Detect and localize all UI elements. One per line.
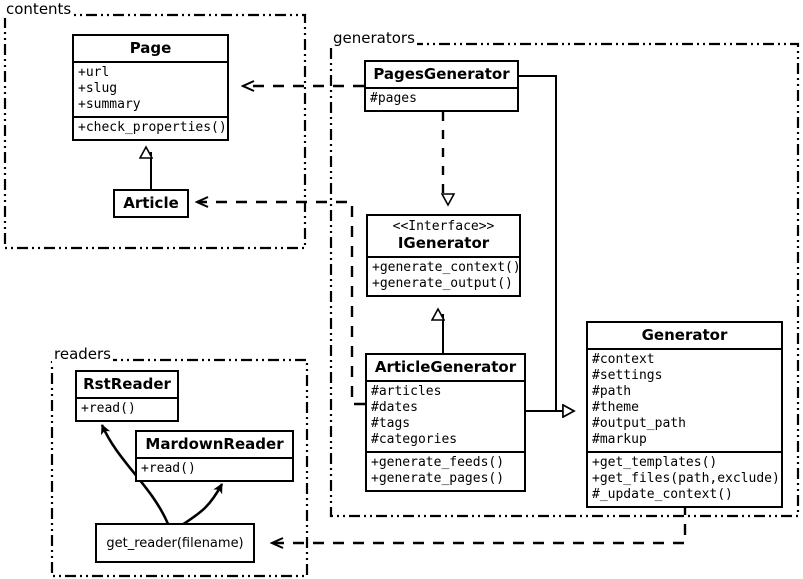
operation-row: +generate_pages() <box>371 471 505 486</box>
attribute-row: #dates <box>371 400 418 415</box>
class-articlegenerator-attributes: #articles #dates #tags #categories <box>367 380 524 451</box>
operation-row: +generate_feeds() <box>371 455 505 470</box>
operation-row: +read() <box>141 461 196 476</box>
function-box-get-reader-label: get_reader(filename) <box>106 535 244 551</box>
package-label-readers: readers <box>52 345 113 363</box>
attribute-row: #output_path <box>592 416 686 431</box>
class-mardownreader-operations: +read() <box>137 457 292 480</box>
attribute-row: +url <box>78 65 110 80</box>
package-label-contents: contents <box>4 0 74 18</box>
class-articlegenerator[interactable]: ArticleGenerator #articles #dates #tags … <box>365 353 526 492</box>
class-mardownreader-title: MardownReader <box>145 435 284 453</box>
class-igenerator-stereotype: <<Interface>> <box>392 219 495 234</box>
class-article-title: Article <box>123 194 179 212</box>
edge-generator-to-getreader <box>272 504 687 543</box>
edge-articlegenerator-to-article <box>197 202 365 406</box>
edge-getreader-to-mardownreader <box>181 483 224 527</box>
class-pagesgenerator-title: PagesGenerator <box>373 65 510 83</box>
class-pagesgenerator-attributes: #pages <box>366 87 517 110</box>
class-page-title: Page <box>129 39 172 57</box>
package-label-generators: generators <box>331 29 417 47</box>
attribute-row: #path <box>592 384 632 399</box>
operation-row: +get_files(path,exclude) <box>592 471 780 486</box>
attribute-row: #pages <box>370 91 417 106</box>
attribute-row: #tags <box>371 416 411 431</box>
operation-row: #_update_context() <box>592 487 733 502</box>
class-igenerator-operations: +generate_context() +generate_output() <box>368 256 521 295</box>
class-article[interactable]: Article <box>113 189 189 218</box>
class-mardownreader[interactable]: MardownReader +read() <box>135 430 294 482</box>
class-rstreader[interactable]: RstReader +read() <box>75 370 179 422</box>
class-igenerator-title: IGenerator <box>397 234 490 252</box>
operation-row: +generate_context() <box>372 260 521 275</box>
function-box-get-reader[interactable]: get_reader(filename) <box>95 523 255 563</box>
class-articlegenerator-operations: +generate_feeds() +generate_pages() <box>367 451 524 490</box>
class-igenerator[interactable]: <<Interface>> IGenerator +generate_conte… <box>366 214 521 297</box>
class-rstreader-title: RstReader <box>83 375 171 393</box>
class-generator-title: Generator <box>641 326 728 344</box>
operation-row: +check_properties() <box>78 120 227 135</box>
operation-row: +read() <box>81 401 136 416</box>
operation-row: +generate_output() <box>372 276 513 291</box>
edge-pagesgenerator-to-generator <box>519 75 574 411</box>
class-page[interactable]: Page +url +slug +summary +check_properti… <box>72 34 229 141</box>
class-generator[interactable]: Generator #context #settings #path #them… <box>586 321 783 508</box>
class-generator-operations: +get_templates() +get_files(path,exclude… <box>588 451 781 506</box>
class-page-attributes: +url +slug +summary <box>74 61 227 116</box>
attribute-row: +summary <box>78 97 141 112</box>
operation-row: +get_templates() <box>592 455 718 470</box>
class-page-operations: +check_properties() <box>74 116 227 139</box>
attribute-row: +slug <box>78 81 118 96</box>
class-pagesgenerator[interactable]: PagesGenerator #pages <box>364 60 519 112</box>
attribute-row: #context <box>592 352 655 367</box>
class-rstreader-operations: +read() <box>77 397 177 420</box>
attribute-row: #articles <box>371 384 442 399</box>
attribute-row: #theme <box>592 400 639 415</box>
attribute-row: #markup <box>592 432 647 447</box>
class-generator-attributes: #context #settings #path #theme #output_… <box>588 348 781 451</box>
attribute-row: #settings <box>592 368 663 383</box>
class-articlegenerator-title: ArticleGenerator <box>374 358 517 376</box>
attribute-row: #categories <box>371 432 458 447</box>
